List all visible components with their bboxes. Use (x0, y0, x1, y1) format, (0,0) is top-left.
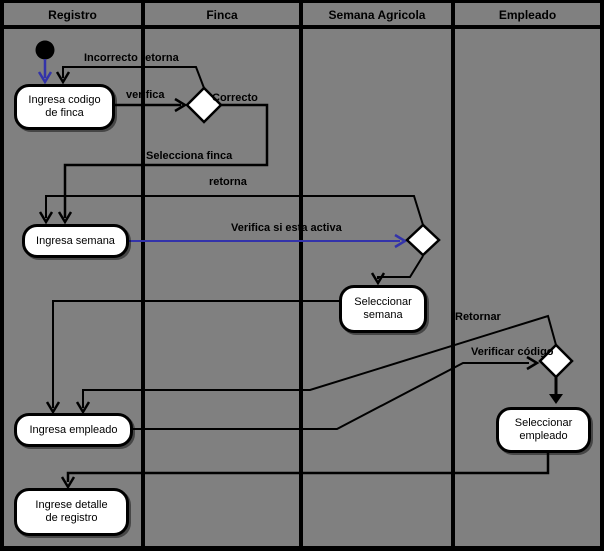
arrowhead-verificar-codigo (526, 355, 540, 371)
activity-text: Seleccionar (354, 296, 412, 308)
edge-to-ingrese-detalle (66, 453, 550, 482)
decision-codigo-empleado (538, 343, 574, 379)
lane-header-registro: Registro (48, 8, 97, 22)
lane-divider-3 (451, 0, 455, 551)
arrowhead-verifica-activa-blue (394, 233, 408, 249)
lane-divider-2 (299, 0, 303, 551)
activity-text: Ingresa empleado (29, 423, 118, 436)
activity-text: semana (363, 309, 403, 321)
arrowhead-start-blue (37, 71, 53, 85)
activity-ingresa-semana: Ingresa semana (22, 224, 129, 258)
arrowhead-retorna (38, 211, 54, 225)
activity-seleccionar-semana: Seleccionar semana (339, 285, 427, 333)
header-separator (0, 25, 604, 29)
arrowhead-verifica (174, 97, 188, 113)
activity-text: Ingrese detalle (35, 499, 108, 511)
arrowhead-selecciona-finca (57, 211, 73, 225)
activity-text: de finca (45, 107, 84, 119)
edge-label-incorrecto-retorna: Incorrecto retorna (84, 52, 179, 64)
edge-retorna (45, 195, 424, 226)
decision-verifica-finca (185, 86, 223, 124)
activity-text: Ingresa codigo (28, 94, 101, 106)
edge-label-verificar-codigo: Verificar código (471, 346, 554, 358)
edge-label-verifica-si-esta-activa: Verifica si esta activa (231, 222, 342, 234)
edge-incorrecto-retorna (62, 66, 205, 89)
edge-retornar (82, 314, 557, 408)
edge-correcto-selecciona-finca (63, 103, 269, 218)
activity-ingrese-detalle-registro: Ingrese detalle de registro (14, 488, 129, 536)
edge-seleccionar-semana-to-ingresa-empleado (52, 300, 339, 408)
arrowhead-ingresa-empleado-2 (75, 401, 91, 415)
lane-header-finca: Finca (206, 8, 238, 22)
edge-verificar-codigo (133, 362, 529, 430)
lane-header-empleado: Empleado (498, 8, 557, 22)
activity-text: Ingresa semana (36, 234, 115, 247)
decision-semana-activa (405, 223, 441, 257)
edge-label-selecciona-finca: Selecciona finca (146, 150, 233, 162)
arrowhead-ingresa-empleado-1 (45, 401, 61, 415)
activity-ingresa-codigo-finca: Ingresa codigo de finca (14, 84, 115, 130)
edge-label-retornar: Retornar (455, 311, 501, 323)
activity-ingresa-empleado: Ingresa empleado (14, 413, 133, 447)
edge-label-correcto: Correcto (212, 92, 258, 104)
edge-label-verifica: verifica (126, 89, 165, 101)
arrowhead-ingrese-detalle (60, 476, 76, 490)
arrowhead-seleccionar-semana (370, 272, 386, 286)
edge-to-seleccionar-semana (377, 255, 424, 279)
lane-divider-1 (141, 0, 145, 551)
border-bottom (0, 546, 604, 551)
start-node (35, 40, 55, 60)
border-right (600, 0, 604, 551)
border-left (0, 0, 4, 551)
activity-text: Seleccionar (514, 417, 573, 429)
activity-seleccionar-empleado: Seleccionar empleado (496, 407, 591, 453)
arrowhead-incorrecto-retorna (55, 71, 71, 85)
edge-label-retorna: retorna (209, 176, 247, 188)
lane-header-semana-agricola: Semana Agricola (328, 8, 426, 22)
arrowhead-seleccionar-empleado (549, 394, 563, 404)
border-top (0, 0, 604, 3)
activity-text: empleado (519, 430, 568, 442)
activity-text: de registro (45, 512, 98, 524)
